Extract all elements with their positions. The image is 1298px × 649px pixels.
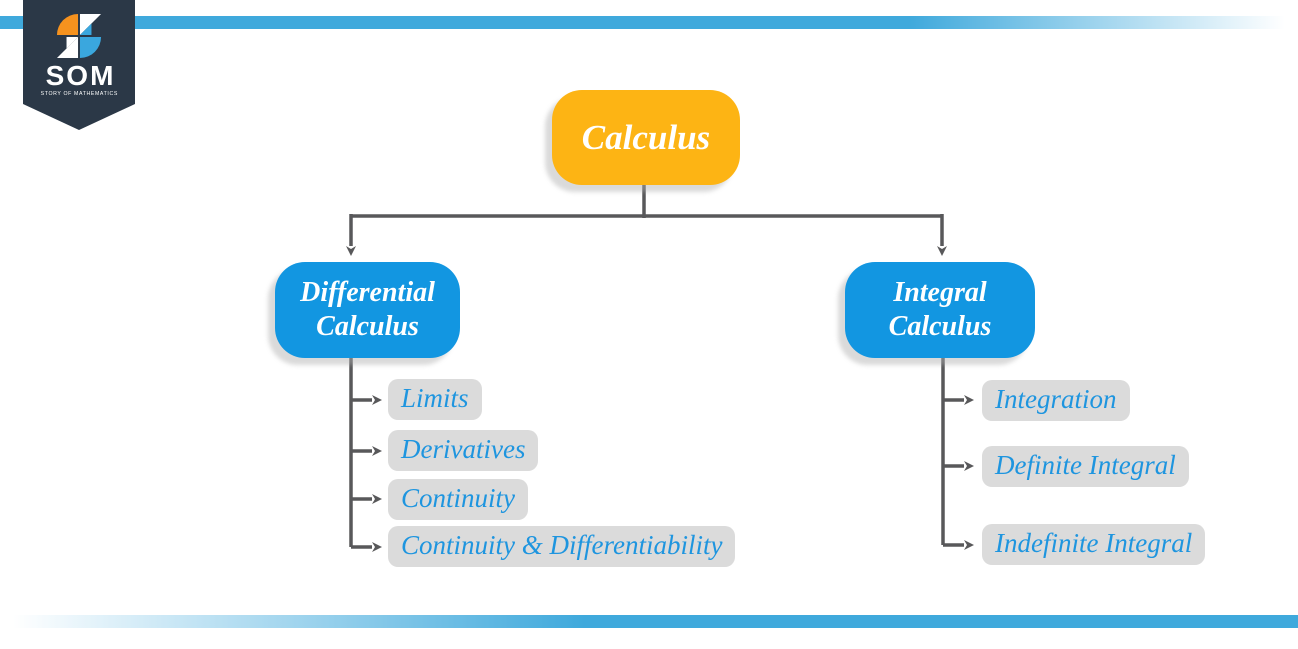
subtopic-derivatives: Derivatives <box>388 430 539 471</box>
node-differential-line2: Calculus <box>316 311 419 342</box>
node-differential-line1: Differential <box>300 277 435 309</box>
node-calculus: Calculus <box>552 90 740 185</box>
top-accent-bar <box>0 16 1298 29</box>
node-integral-line1: Integral <box>893 277 987 309</box>
node-integral-calculus: Integral Calculus <box>845 262 1035 358</box>
node-differential-calculus: Differential Calculus <box>275 262 460 358</box>
som-logo-badge: SOM STORY OF MATHEMATICS <box>23 0 135 130</box>
subtopic-integration: Integration <box>982 380 1130 421</box>
subtopic-continuity: Continuity <box>388 479 528 520</box>
som-logo-text: SOM <box>45 60 116 91</box>
subtopic-definite-integral: Definite Integral <box>982 446 1189 487</box>
subtopic-continuity-differentiability: Continuity & Differentiability <box>388 526 736 567</box>
som-logo-tagline: STORY OF MATHEMATICS <box>40 91 118 97</box>
subtopic-indefinite-integral: Indefinite Integral <box>982 524 1206 565</box>
som-logo-icon <box>56 13 102 59</box>
node-integral-line2: Calculus <box>888 311 992 342</box>
bottom-accent-bar <box>0 615 1298 628</box>
subtopic-limits: Limits <box>388 379 482 420</box>
node-calculus-label: Calculus <box>581 117 711 157</box>
